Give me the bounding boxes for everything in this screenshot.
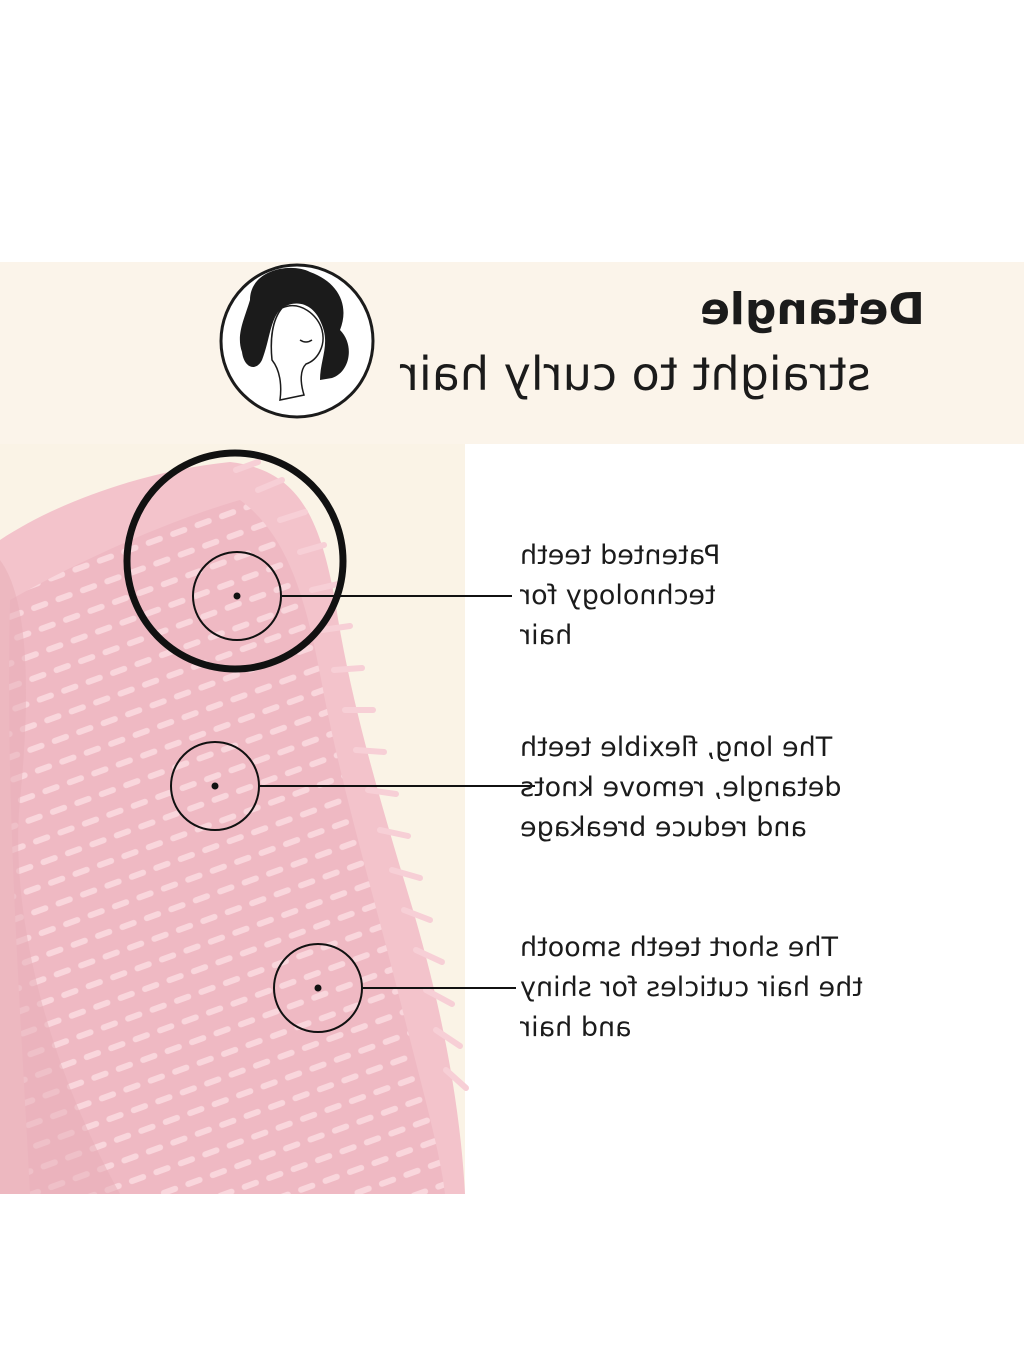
feature-1-line-3: hair xyxy=(520,620,573,651)
feature-1-line-1: Patented teeth xyxy=(520,540,721,571)
header-band xyxy=(0,262,1024,444)
feature-2-line-2: detangle, remove knots xyxy=(520,772,842,803)
callout-circle-2 xyxy=(170,741,260,831)
callout-circle-1 xyxy=(192,551,282,641)
feature-2-line-3: and reduce breakage xyxy=(520,812,808,843)
callout-circle-3 xyxy=(273,943,363,1033)
feature-3-line-2: the hair cuticles for shiny xyxy=(520,972,863,1003)
feature-3-line-3: and hair xyxy=(520,1012,632,1043)
callout-dot-2 xyxy=(211,782,219,790)
header-subtitle: straight to curly hair xyxy=(400,347,871,401)
feature-1: Patented teeth technology for hair xyxy=(520,536,970,656)
feature-3-line-1: The short teeth smooth xyxy=(520,932,838,963)
woman-hair-icon xyxy=(219,263,375,419)
magnifier-circle xyxy=(123,449,347,673)
feature-1-line-2: technology for xyxy=(520,580,716,611)
header-title: Detangle xyxy=(700,284,925,335)
callout-dot-3 xyxy=(314,984,322,992)
brush-illustration xyxy=(0,459,469,1194)
feature-2-line-1: The long, flexible teeth xyxy=(520,732,833,763)
callout-dot-1 xyxy=(233,592,241,600)
feature-2: The long, flexible teeth detangle, remov… xyxy=(520,728,970,848)
feature-3: The short teeth smooth the hair cuticles… xyxy=(520,928,970,1048)
